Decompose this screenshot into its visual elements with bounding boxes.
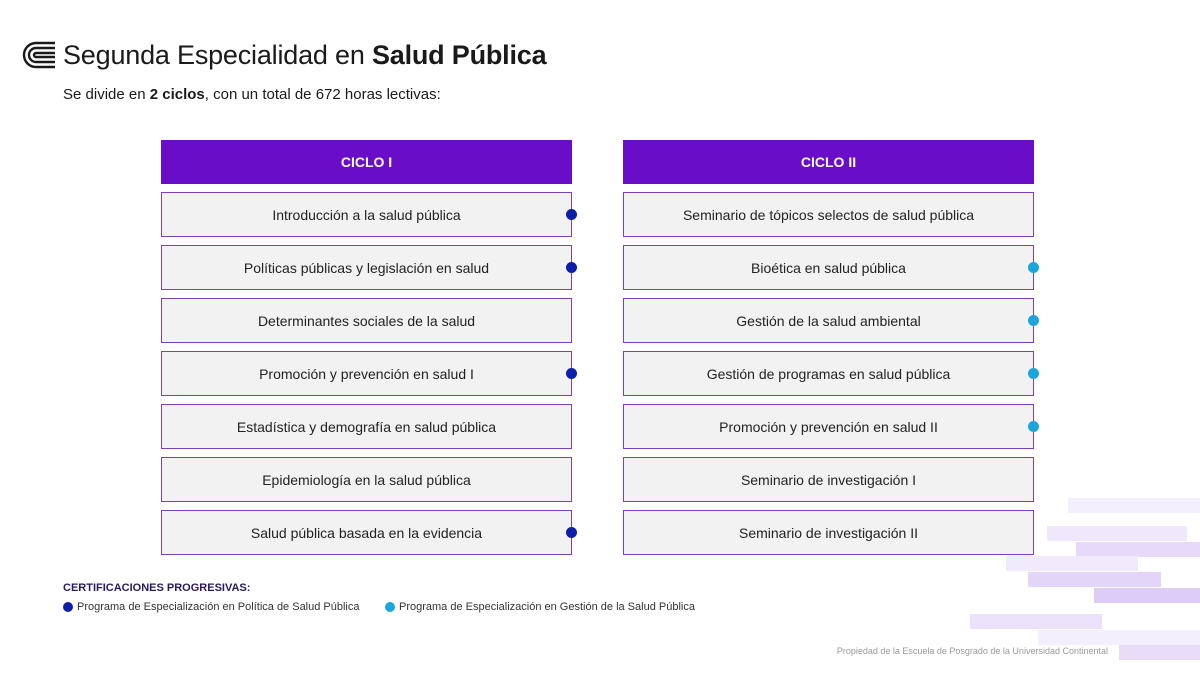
decorative-band xyxy=(1006,556,1138,571)
course-name: Gestión de programas en salud pública xyxy=(706,365,951,382)
course-cell: Seminario de investigación II xyxy=(623,510,1034,555)
footer-copyright: Propiedad de la Escuela de Posgrado de l… xyxy=(836,646,1108,656)
course-name: Políticas públicas y legislación en salu… xyxy=(243,259,490,276)
course-cell: Gestión de programas en salud pública xyxy=(623,351,1039,396)
course-cell: Seminario de tópicos selectos de salud p… xyxy=(623,192,1034,237)
decorative-band xyxy=(1094,588,1200,603)
course-name: Bioética en salud pública xyxy=(751,259,906,276)
page-subtitle: Se divide en 2 ciclos, con un total de 6… xyxy=(63,86,441,103)
certification-dot-icon xyxy=(1028,314,1039,326)
course-cell: Promoción y prevención en salud I xyxy=(161,351,577,396)
certifications-title: CERTIFICACIONES PROGRESIVAS: xyxy=(63,582,251,594)
certification-dot-icon xyxy=(566,208,577,220)
course-cell: Gestión de la salud ambiental xyxy=(623,298,1039,343)
legend-item-management: Programa de Especialización en Gestión d… xyxy=(385,601,695,613)
decorative-band xyxy=(1047,526,1187,541)
management-dot-icon xyxy=(385,602,395,612)
course-name: Introducción a la salud pública xyxy=(272,206,461,223)
course-name: Epidemiología en la salud pública xyxy=(262,471,471,488)
decorative-band xyxy=(1038,630,1200,645)
certification-dot-icon xyxy=(1028,367,1039,379)
certification-dot-icon xyxy=(566,261,577,273)
policy-dot-icon xyxy=(63,602,73,612)
course-name: Salud pública basada en la evidencia xyxy=(250,524,483,541)
cycle-2-header: CICLO II xyxy=(623,140,1034,184)
course-cell: Bioética en salud pública xyxy=(623,245,1039,290)
legend-label-policy: Programa de Especialización en Política … xyxy=(77,601,360,613)
cycle-1-header: CICLO I xyxy=(161,140,572,184)
course-cell: Promoción y prevención en salud II xyxy=(623,404,1039,449)
course-name: Seminario de investigación I xyxy=(740,471,917,488)
decorative-band xyxy=(1119,645,1200,660)
course-name: Seminario de investigación II xyxy=(739,524,918,541)
course-cell: Epidemiología en la salud pública xyxy=(161,457,572,502)
course-cell: Introducción a la salud pública xyxy=(161,192,577,237)
course-name: Determinantes sociales de la salud xyxy=(257,312,476,329)
course-cell: Estadística y demografía en salud públic… xyxy=(161,404,572,449)
course-cell: Políticas públicas y legislación en salu… xyxy=(161,245,577,290)
course-cell: Seminario de investigación I xyxy=(623,457,1034,502)
legend-label-management: Programa de Especialización en Gestión d… xyxy=(399,601,695,613)
course-cell: Salud pública basada en la evidencia xyxy=(161,510,577,555)
university-logo-icon xyxy=(22,41,55,69)
decorative-band xyxy=(1068,498,1200,513)
legend-item-policy: Programa de Especialización en Política … xyxy=(63,601,360,613)
course-name: Seminario de tópicos selectos de salud p… xyxy=(682,206,975,223)
course-name: Promoción y prevención en salud II xyxy=(719,418,938,435)
cycle-1-column: CICLO I Introducción a la salud pública … xyxy=(161,140,577,555)
course-name: Estadística y demografía en salud públic… xyxy=(236,418,497,435)
decorative-band xyxy=(970,614,1102,629)
decorative-band xyxy=(1028,572,1161,587)
course-name: Promoción y prevención en salud I xyxy=(259,365,474,382)
page-title: Segunda Especialidad en Salud Pública xyxy=(63,40,547,70)
certification-dot-icon xyxy=(1028,261,1039,273)
decorative-band xyxy=(1076,542,1200,557)
course-cell: Determinantes sociales de la salud xyxy=(161,298,572,343)
certification-dot-icon xyxy=(1028,420,1039,432)
course-name: Gestión de la salud ambiental xyxy=(736,312,921,329)
cycle-2-column: CICLO II Seminario de tópicos selectos d… xyxy=(623,140,1039,555)
certification-dot-icon xyxy=(566,367,577,379)
certification-dot-icon xyxy=(566,526,577,538)
